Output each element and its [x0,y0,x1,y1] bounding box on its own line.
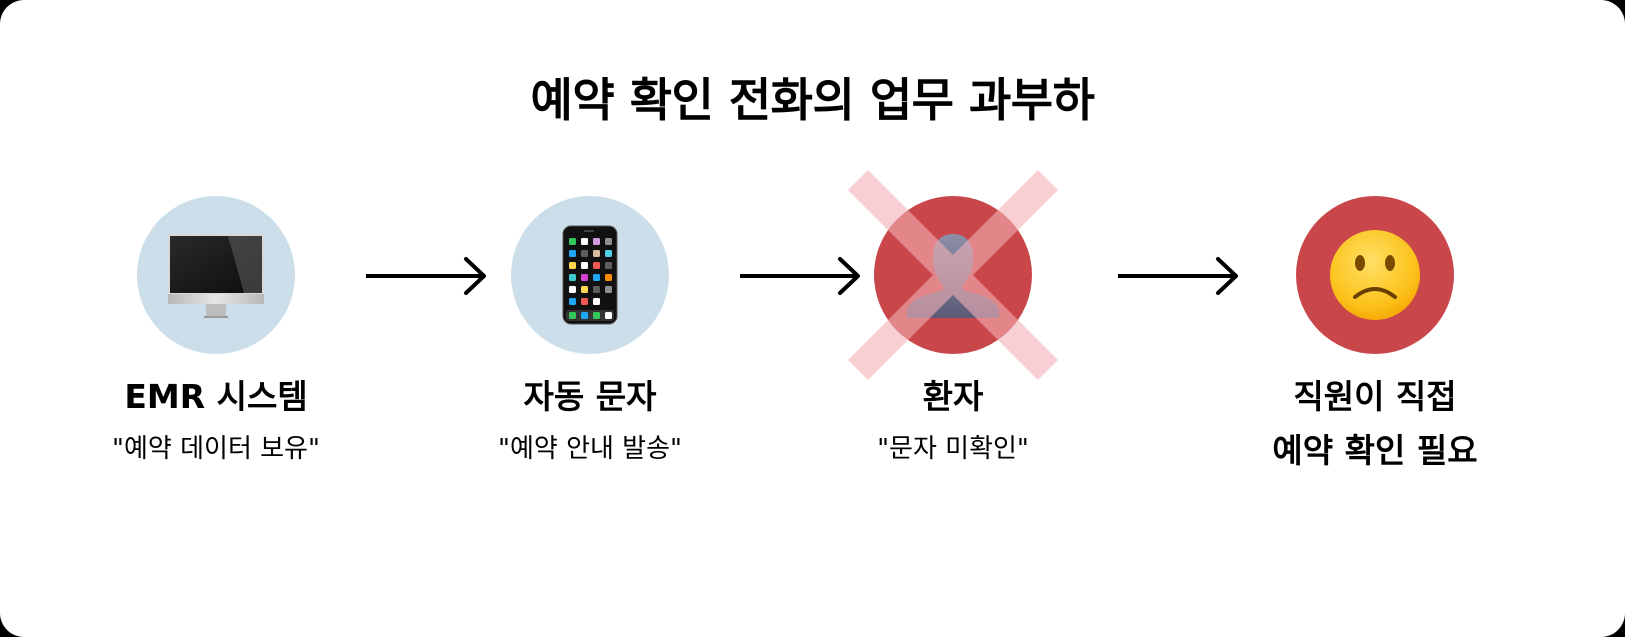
step-emr-system: EMR 시스템 "예약 데이터 보유" [36,196,396,466]
step-label: 자동 문자 [523,377,657,416]
slightly-frowning-face-icon [1330,230,1420,320]
step-circle [848,170,1058,380]
mobile-phone-icon [562,225,618,325]
step-sublabel: "예약 안내 발송" [498,434,682,464]
step-label: 직원이 직접 [1293,377,1457,416]
step-label: 환자 [922,377,984,416]
right-arrow-icon [1118,257,1238,295]
step-sublabel: "예약 데이터 보유" [112,434,320,464]
desktop-computer-icon [168,234,264,318]
step-patient: 환자 "문자 미확인" [773,170,1133,466]
step-circle [1296,196,1454,354]
page-title: 예약 확인 전화의 업무 과부하 [530,73,1095,127]
step-circle [137,196,295,354]
step-staff-confirm: 직원이 직접 예약 확인 필요 [1195,196,1555,472]
step-auto-sms: 자동 문자 "예약 안내 발송" [410,196,770,466]
step-sublabel: "문자 미확인" [877,434,1029,464]
step-circle [511,196,669,354]
right-arrow-icon [366,257,486,295]
step-label-line2: 예약 확인 필요 [1272,431,1478,470]
person-silhouette-icon [907,234,999,318]
step-label: EMR 시스템 [124,377,308,416]
